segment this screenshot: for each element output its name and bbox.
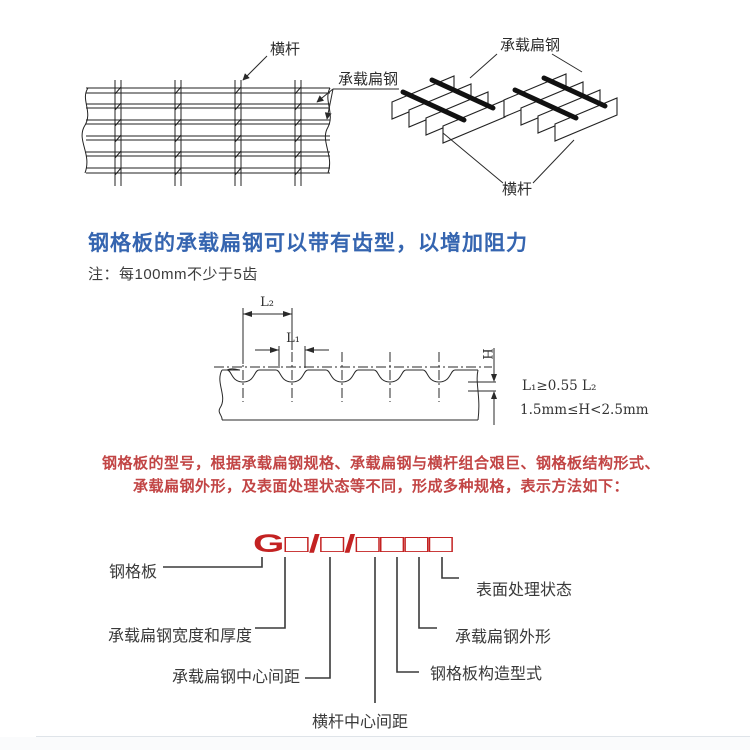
iso-bearing-bar-label: 承载扁钢 — [500, 37, 560, 54]
callout-line-width-thickness — [255, 557, 286, 629]
label-bearing-bar-center-spacing: 承载扁钢中心间距 — [172, 668, 300, 686]
label-grating-construction-type: 钢格板构造型式 — [430, 665, 542, 683]
formula-l1-l2: L₁≥0.55 L₂ — [522, 378, 596, 394]
label-grating: 钢格板 — [109, 563, 157, 581]
dimension-l1: L₁ — [255, 331, 329, 368]
iso-panel-right — [503, 73, 618, 142]
model-designation-diagram: G□/□/□□□□ 钢格板 承载扁钢宽度和厚度 承载扁钢中心间距 横杆中心间距 … — [108, 530, 572, 731]
formula-h-range: 1.5mm≤H<2.5mm — [520, 402, 649, 418]
section-heading: 钢格板的承载扁钢可以带有齿型，以增加阻力 — [88, 232, 528, 255]
grating-drawings: 横杆 承载扁钢 — [81, 37, 618, 198]
callout-line-construction — [396, 557, 419, 673]
h-label: H — [479, 348, 494, 359]
front-view-drawing: 横杆 承载扁钢 — [81, 41, 399, 186]
label-bearing-bar-shape: 承载扁钢外形 — [455, 628, 551, 646]
model-description-line2: 承载扁钢外形，及表面处理状态等不同，形成多种规格，表示方法如下： — [132, 478, 629, 495]
l1-label: L₁ — [286, 331, 300, 346]
callout-line-surface — [441, 557, 459, 579]
bottom-band — [0, 737, 750, 750]
callout-line-grating — [163, 557, 263, 568]
callout-line-bar-spacing — [305, 557, 331, 679]
label-crossbar-center-spacing: 横杆中心间距 — [312, 713, 408, 731]
tooth-count-note: 注：每100mm不少于5齿 — [88, 266, 258, 283]
l2-label: L₂ — [260, 295, 274, 310]
model-description: 钢格板的型号，根据承载扁钢规格、承载扁钢与横杆组合艰巨、钢格板结构形式、 承载扁… — [80, 452, 682, 498]
bottom-divider — [36, 736, 750, 737]
iso-crossbar-label: 横杆 — [502, 181, 532, 198]
dimension-h: H — [468, 348, 497, 425]
label-bearing-bar-width-thickness: 承载扁钢宽度和厚度 — [108, 627, 252, 645]
front-view-bearing-bar-label: 承载扁钢 — [338, 71, 398, 88]
iso-panel-left — [391, 75, 506, 144]
label-surface-treatment: 表面处理状态 — [476, 581, 572, 599]
model-description-line1: 钢格板的型号，根据承载扁钢规格、承载扁钢与横杆组合艰巨、钢格板结构形式、 — [101, 455, 660, 472]
dimension-l2: L₂ — [242, 295, 293, 364]
iso-view-drawing: 承载扁钢 横杆 — [391, 37, 618, 198]
serration-diagram: L₂ L₁ H L₁≥0.55 L₂ 1.5mm≤H<2.5mm — [214, 295, 649, 425]
callout-line-bar-shape — [418, 557, 437, 629]
model-code: G□/□/□□□□ — [253, 530, 454, 558]
front-view-crossbar-label: 横杆 — [270, 41, 300, 58]
